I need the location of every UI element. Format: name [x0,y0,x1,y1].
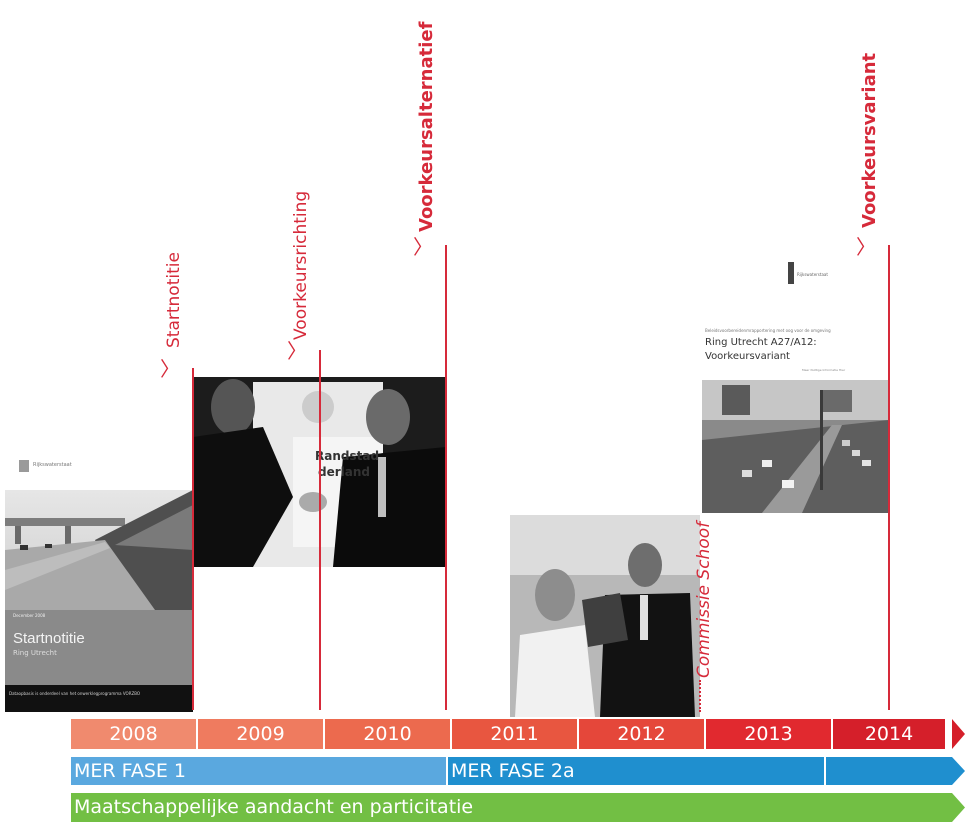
voorkeursrichting-line [319,350,321,710]
maatschappelijk-arrow-icon [952,793,965,822]
sign-text-2: derland [318,465,370,479]
startnotitie-line [192,368,194,710]
voorkeursrichting-label: Voorkeursrichting [291,190,311,340]
doc1-subtitle: Ring Utrecht [13,649,57,657]
voorkeursvariant-line [888,245,890,710]
doc2-title-2: Voorkeursvariant [705,351,790,362]
report-handover-photo-art [510,515,700,717]
report-handover-photo [510,515,700,717]
rijksoverheid-logo-icon [788,262,794,284]
year-2008: 2008 [71,719,196,749]
startnotitie-label: Startnotitie [164,252,184,348]
doc2-agency: Rijkswaterstaat [797,272,828,277]
doc2-meta: Meer Nuttige Informatie Hier [802,368,846,372]
voorkeursalternatief-line [445,245,447,710]
year-2012: 2012 [579,719,704,749]
startnotitie-cover: Rijkswaterstaat December 2008 Startnotit… [5,450,193,712]
traffic-photo [702,380,889,513]
mer-arrow-icon [952,757,965,785]
year-2010: 2010 [325,719,450,749]
commissie-schoof-line [699,680,701,712]
year-bar: 2008 2009 2010 2011 2012 2013 2014 [71,719,945,749]
voorkeursvariant-cover: Rijkswaterstaat Beleidsvoorbereidenmrapp… [702,242,889,513]
year-bar-arrow-icon [952,719,965,749]
mer-fase-continuation-bar [826,757,952,785]
startnotitie-cover-art [5,450,193,712]
year-2013: 2013 [706,719,831,749]
voorkeursrichting-chevron-icon: 〉 [287,339,307,363]
doc1-footer: Dataopbasis is onderdeel van het onwerkl… [9,691,141,696]
doc1-agency: Rijkswaterstaat [33,462,72,468]
voorkeursalternatief-label: Voorkeursalternatief [416,21,437,232]
year-2009: 2009 [198,719,323,749]
sign-text-1: Randstad [315,449,380,463]
rijkswaterstaat-logo-icon [19,460,29,472]
doc2-kicker: Beleidsvoorbereidenmrapportering met oog… [705,328,831,333]
year-2014: 2014 [833,719,945,749]
doc1-date: December 2008 [13,613,46,618]
voorkeursvariant-label: Voorkeursvariant [859,52,880,228]
voorkeursvariant-chevron-icon: 〉 [856,235,876,259]
maatschappelijke-aandacht-bar: Maatschappelijke aandacht en particitati… [71,793,952,822]
doc1-title: Startnotitie [13,630,85,647]
mer-fase-2a-bar: MER FASE 2a [448,757,824,785]
mer-fase-1-bar: MER FASE 1 [71,757,446,785]
voorkeursalternatief-chevron-icon: 〉 [413,235,433,259]
startnotitie-chevron-icon: 〉 [160,357,180,381]
doc2-title-1: Ring Utrecht A27/A12: [705,337,817,348]
commissie-schoof-label: Commissie Schoof [694,521,714,678]
year-2011: 2011 [452,719,577,749]
